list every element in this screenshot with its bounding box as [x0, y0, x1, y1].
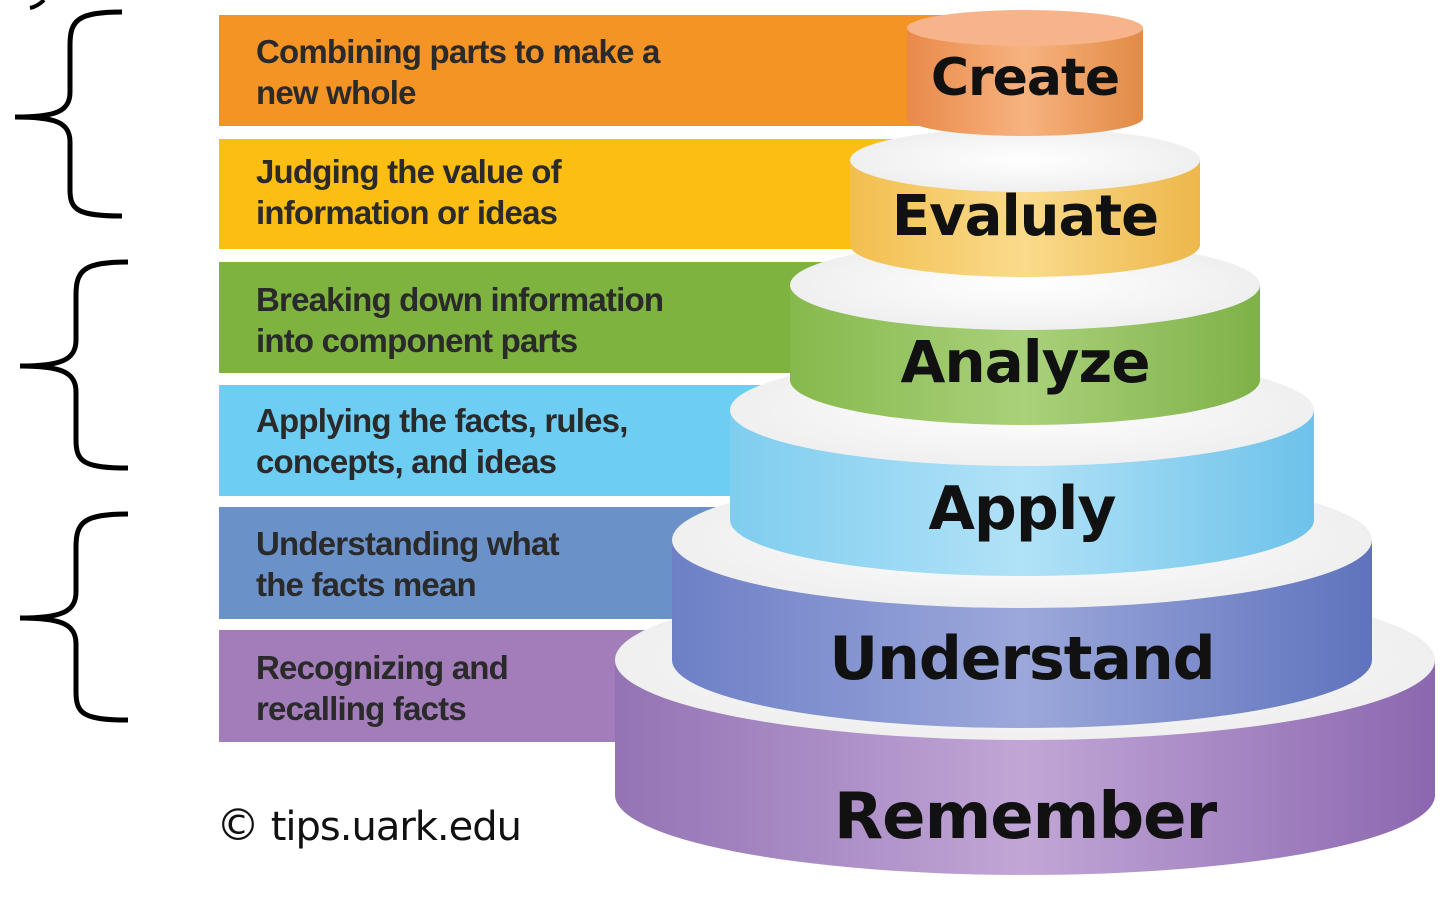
- description-apply-line2: concepts, and ideas: [256, 443, 557, 480]
- brace-top: [14, 9, 123, 219]
- description-analyze: Breaking down information into component…: [256, 279, 736, 361]
- band-apply: [219, 385, 799, 496]
- tier-create: [907, 10, 1143, 136]
- description-understand-line2: the facts mean: [256, 566, 477, 603]
- level-label-understand: Understand: [829, 624, 1215, 694]
- description-evaluate-line2: information or ideas: [256, 194, 558, 231]
- level-label-analyze: Analyze: [900, 328, 1150, 396]
- band-create: [219, 15, 979, 126]
- description-create: Combining parts to make a new whole: [256, 31, 736, 113]
- band-remember: [219, 630, 679, 742]
- brace-middle: [19, 259, 129, 471]
- description-remember-line2: recalling facts: [256, 690, 467, 727]
- level-label-remember: Remember: [833, 780, 1217, 854]
- level-label-apply: Apply: [928, 474, 1116, 544]
- description-understand: Understanding what the facts mean: [256, 523, 736, 605]
- description-analyze-line1: Breaking down information: [256, 281, 664, 318]
- description-apply-line1: Applying the facts, rules,: [256, 402, 628, 439]
- brace-remnant: [29, 0, 46, 10]
- description-remember: Recognizing and recalling facts: [256, 647, 736, 729]
- level-label-evaluate: Evaluate: [891, 184, 1159, 249]
- credit-line: © tips.uark.edu: [216, 800, 522, 851]
- credit-text: tips.uark.edu: [270, 804, 522, 850]
- tier-evaluate: [850, 128, 1200, 277]
- description-apply: Applying the facts, rules, concepts, and…: [256, 400, 736, 482]
- description-create-line1: Combining parts to make a: [256, 33, 660, 70]
- description-remember-line1: Recognizing and: [256, 649, 509, 686]
- band-evaluate: [219, 139, 919, 249]
- band-understand: [219, 507, 739, 619]
- description-understand-line1: Understanding what: [256, 525, 560, 562]
- description-create-line2: new whole: [256, 74, 416, 111]
- description-analyze-line2: into component parts: [256, 322, 578, 359]
- description-evaluate: Judging the value of information or idea…: [256, 151, 736, 233]
- description-evaluate-line1: Judging the value of: [256, 153, 562, 190]
- band-analyze: [219, 262, 859, 373]
- copyright-icon: ©: [216, 800, 260, 851]
- brace-bottom: [19, 511, 129, 723]
- level-label-create: Create: [930, 48, 1120, 108]
